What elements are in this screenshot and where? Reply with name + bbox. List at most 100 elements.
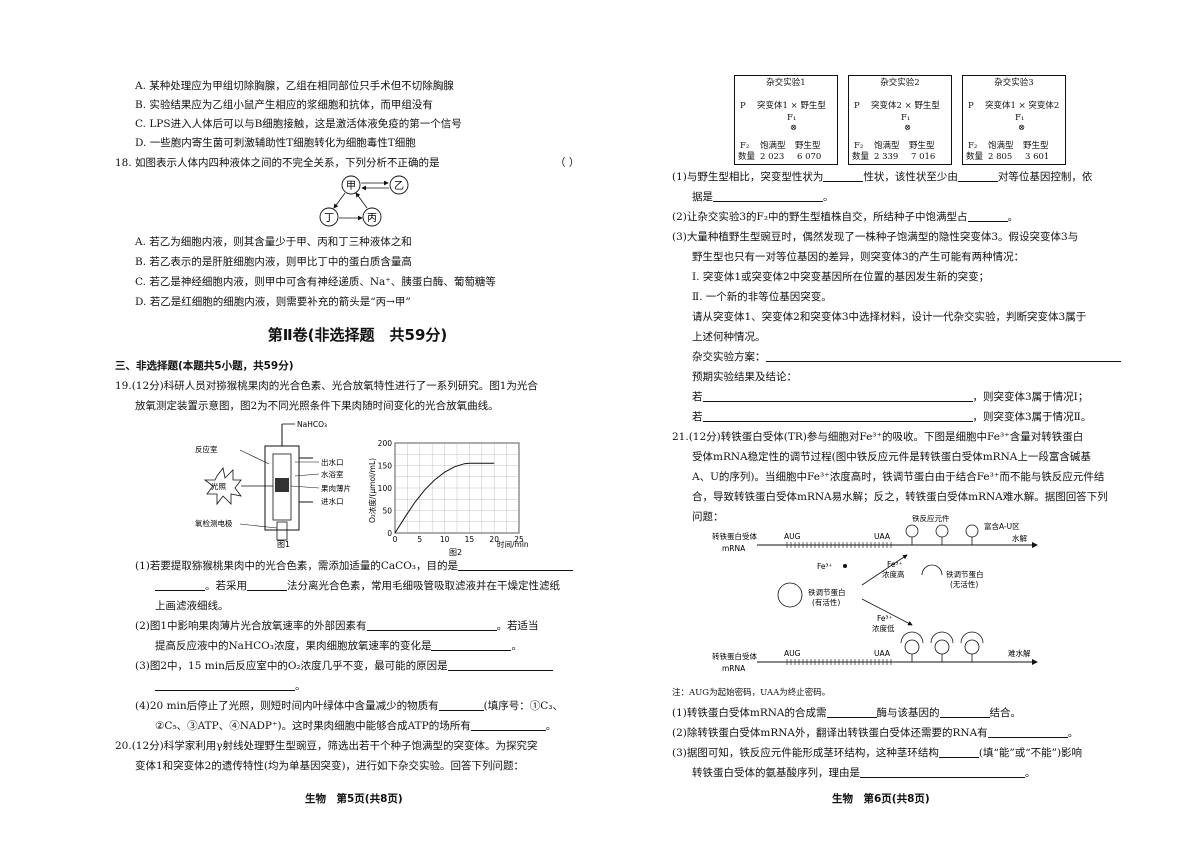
blank-q21-3b[interactable] (860, 765, 1025, 778)
q21-s1-text-c: 结合。 (989, 707, 1022, 719)
irp-inactive-2: (无活性) (950, 579, 978, 589)
q19-s1-text: (1)若要提取猕猴桃果肉中的光合色素，需添加适量的CaCO₃，目的是 (135, 560, 459, 572)
fig1-inlet: 进水口 (321, 496, 344, 506)
figure-1-apparatus: NaHCO₃ 反应室 光照 氧检测电极 出水口 水浴室 果肉薄片 进水口 图1 (195, 420, 351, 548)
fig1-nahco3: NaHCO₃ (297, 420, 327, 429)
q21-s1-text: (1)转铁蛋白受体mRNA的合成需 (672, 707, 827, 719)
q20-then-2: ，则突变体3属于情况Ⅱ。 (972, 411, 1092, 423)
q20-s1-text-b: 性状，该性状至少由 (863, 171, 958, 183)
o2-concentration-line (394, 462, 495, 534)
blank-q19-1[interactable] (458, 558, 574, 571)
q21-s2-text: (2)除转铁蛋白受体mRNA外，翻译出转铁蛋白受体还需要的RNA有 (672, 727, 988, 739)
q20-then-1: ，则突变体3属于情况Ⅰ； (972, 391, 1089, 403)
fluid-relation-diagram: 甲 乙 丁 丙 (319, 175, 409, 227)
irp-active-1: 铁调节蛋白 (808, 587, 846, 597)
node-yi: 乙 (394, 180, 404, 192)
blank-q19-3[interactable] (447, 658, 553, 671)
q20-s1-text-c: 对等位基因控制，依 (997, 171, 1093, 183)
q19-s2-text-d: 。 (511, 640, 522, 652)
node-bing: 丙 (367, 213, 377, 224)
chart2-y-tick: 50 (382, 507, 392, 516)
section-heading: 三、非选择题(本题共5小题，共59分) (115, 360, 294, 372)
q17-option-d: D. 一些胞内寄生菌可刺激辅助性T细胞转化为细胞毒性T细胞 (135, 137, 416, 149)
q20-expected-label: 预期实验结果及结论： (692, 371, 797, 383)
blank-q21-1b[interactable] (939, 705, 990, 718)
blank-q19-4b[interactable] (470, 718, 546, 731)
blank-q21-3[interactable] (938, 745, 979, 758)
selfing-icon: ⊗ (790, 123, 798, 133)
q19-line-1: 19.(12分)科研人员对猕猴桃果肉的光合色素、光合放氧特性进行了一系列研究。图… (115, 380, 538, 392)
q20-scheme-label: 杂交实验方案： (692, 351, 766, 363)
q19-s3-text-b: 。 (295, 680, 306, 692)
blank-q20-scheme[interactable] (765, 349, 1121, 362)
q19-s1-text-b: 。若采用 (205, 580, 247, 592)
q19-s4-text-c: ②C₅、③ATP、④NADP⁺)。这时果肉细胞中能够合成ATP的场所有 (155, 720, 471, 732)
ire-label: 铁反应元件 (912, 515, 950, 523)
q20-s3-line-2: 野生型也只有一对等位基因的差异，则突变体3的产生可能有两种情况： (692, 251, 1025, 263)
q20-s3-line-3: 请从突变体1、突变体2和突变体3中选择材料，设计一代杂交实验，判断突变体3属于 (692, 311, 1087, 323)
blank-q21-1[interactable] (826, 705, 877, 718)
blank-q20-2[interactable] (967, 209, 1008, 222)
mrna2-label-b: mRNA (722, 664, 746, 673)
q21-line-1: 21.(12分)转铁蛋白受体(TR)参与细胞对Fe³⁺的吸收。下图是细胞中Fe³… (672, 431, 1084, 443)
node-jia: 甲 (346, 181, 356, 192)
chart2-x-tick: 10 (440, 535, 450, 544)
aug-2: AUG (784, 649, 801, 658)
q19-s2-text-b: 。若适当 (496, 620, 539, 632)
fig1-slice: 果肉薄片 (321, 483, 351, 493)
mrna1-label-b: mRNA (722, 544, 746, 553)
fe-high-1: Fe³⁺ (887, 560, 903, 569)
chart2-x-tick: 25 (514, 535, 524, 544)
cross-experiment-1: 杂交实验1 P 突变体1 × 野生型 F₁ ⊗ F₂ 饱满型 野生型 数量 2 … (734, 75, 838, 165)
q18-option-c: C. 若乙是神经细胞内液，则甲中可含有神经递质、Na⁺、胰蛋白酶、葡萄糖等 (135, 276, 496, 288)
q19-s4-text: (4)20 min后停止了光照，则短时间内叶绿体中含量减少的物质有 (135, 700, 439, 712)
blank-q20-1b[interactable] (957, 169, 998, 182)
q20-s2-text-b: 。 (1007, 211, 1019, 223)
q21-line-3: A、U的序列)。当细胞中Fe³⁺浓度高时，铁调节蛋白由于结合Fe³⁺而不能与铁反… (692, 471, 1105, 483)
q20-s1-text: (1)与野生型相比，突变型性状为 (672, 171, 824, 183)
q17-option-a: A. 某种处理应为甲组切除胸腺，乙组在相同部位只手术但不切除胸腺 (135, 80, 454, 92)
q20-line-2: 变体1和突变体2的遗传特性(均为单基因突变)，进行如下杂交实验。回答下列问题： (135, 760, 525, 772)
q18-option-d: D. 若乙是红细胞的细胞内液，则需要补充的箭头是“丙→甲” (135, 296, 411, 308)
irp-active-2: (有活性) (812, 597, 840, 607)
fig1-reaction-chamber: 反应室 (195, 444, 218, 454)
node-ding: 丁 (324, 213, 334, 224)
q19-s4-text-b: (填序号：①C₃、 (483, 700, 563, 712)
q21-line-4: 合，导致转铁蛋白受体mRNA易水解；反之，转铁蛋白受体mRNA难水解。据图回答下… (692, 491, 1108, 503)
blank-q19-4[interactable] (438, 698, 484, 711)
fe-ion-label: Fe³⁺ (817, 562, 833, 571)
chart2-caption: 图2 (449, 548, 462, 557)
hydrolysis-label: 水解 (1012, 533, 1028, 543)
blank-q20-if2[interactable] (702, 409, 973, 422)
q19-s1-text-c: 法分离光合色素，常用毛细吸管吸取滤液并在干燥定性滤纸 (287, 580, 560, 592)
right-page: 杂交实验1 P 突变体1 × 野生型 F₁ ⊗ F₂ 饱满型 野生型 数量 2 … (672, 0, 1147, 849)
au-region-label: 富含A-U区 (984, 521, 1020, 531)
q19-s4-text-d: 。 (545, 720, 557, 732)
chart2-y-tick: 100 (378, 484, 393, 493)
selfing-icon: ⊗ (904, 123, 912, 133)
blank-q20-1[interactable] (823, 169, 864, 182)
blank-q19-1c[interactable] (247, 578, 287, 591)
q20-s3-case-2: Ⅱ. 一个新的非等位基因突变。 (692, 291, 832, 303)
blank-q19-3b[interactable] (155, 678, 295, 691)
q19-line-2: 放氧测定装置示意图，图2为不同光照条件下果肉随时间变化的光合放氧曲线。 (135, 400, 499, 412)
q21-s2-text-b: 。 (1067, 727, 1079, 739)
chart2-y-tick: 0 (387, 529, 392, 538)
blank-q19-2[interactable] (366, 618, 497, 631)
fe-low-1: Fe³⁺ (877, 614, 893, 623)
q20-s2-text: (2)让杂交实验3的F₂中的野生型植株自交，所结种子中饱满型占 (672, 211, 968, 223)
aug-1: AUG (784, 532, 801, 541)
fig1-light: 光照 (211, 481, 226, 491)
blank-q19-1b[interactable] (155, 578, 205, 591)
page-footer-right: 生物 第6页(共8页) (832, 793, 930, 805)
q21-s3-text-d: 。 (1025, 767, 1036, 779)
selfing-icon: ⊗ (1018, 123, 1026, 133)
blank-q19-2b[interactable] (431, 638, 512, 651)
q21-line-5: 问题： (692, 511, 724, 523)
blank-q20-if1[interactable] (702, 389, 973, 402)
blank-q20-1c[interactable] (713, 189, 823, 202)
uaa-2: UAA (874, 649, 891, 658)
uaa-1: UAA (874, 532, 891, 541)
blank-q21-2[interactable] (987, 725, 1068, 738)
q20-s1-text-d: 据是 (692, 191, 713, 203)
